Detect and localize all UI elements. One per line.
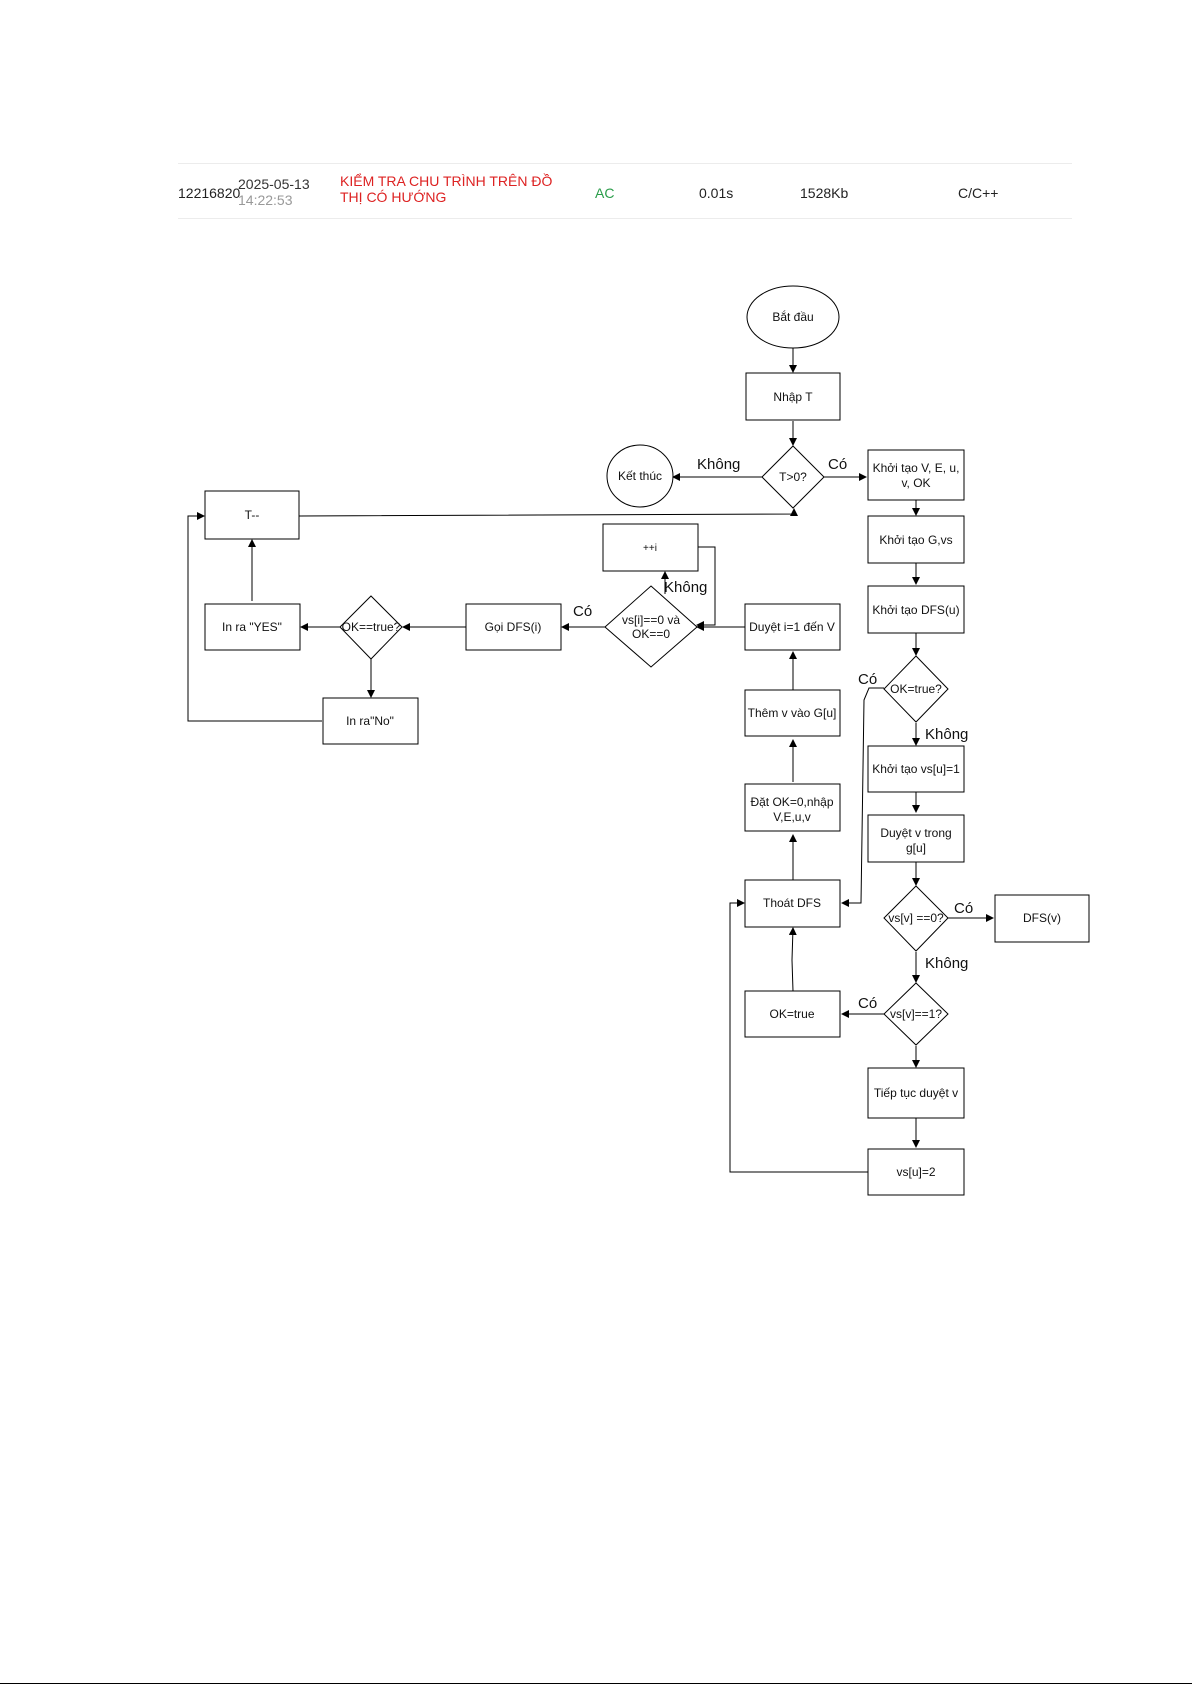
- start-node: Bắt đầu: [746, 285, 840, 349]
- init-dfs-node: Khởi tạo DFS(u): [867, 585, 965, 634]
- dec-t-node: T--: [204, 490, 300, 540]
- edge-inc-loop: [696, 546, 716, 629]
- dfs-v-label: DFS(v): [1023, 911, 1061, 925]
- label-yes-t: Có: [828, 456, 847, 473]
- cond-ok2-label: OK==true?: [342, 620, 401, 634]
- page-bottom-rule: [0, 1683, 1192, 1684]
- cond-i-label-2: OK==0: [632, 627, 670, 641]
- inc-i-node: ++i: [602, 523, 699, 572]
- init-vars-label-2: v, OK: [901, 476, 930, 490]
- iterate-v-node: Duyệt v trong g[u]: [867, 814, 965, 863]
- input-t-node: Nhập T: [745, 372, 841, 421]
- exit-dfs-node: Thoát DFS: [744, 879, 841, 928]
- cond-ok2-node: OK==true?: [339, 595, 403, 660]
- ok-true-label: OK=true: [769, 1007, 814, 1021]
- cond-i-node: vs[i]==0 và OK==0: [604, 585, 698, 668]
- flow-edges: [187, 348, 994, 1173]
- call-dfs-label: Gọi DFS(i): [485, 620, 542, 634]
- edge-no-dec: [187, 512, 322, 722]
- start-label: Bắt đầu: [772, 309, 813, 324]
- submission-id: 12216820: [178, 185, 241, 201]
- call-dfs-node: Gọi DFS(i): [465, 603, 562, 651]
- cond-ok-node: OK=true?: [883, 655, 949, 723]
- print-yes-node: In ra "YES": [204, 603, 301, 651]
- cond-vs0-label: vs[v] ==0?: [888, 911, 944, 925]
- edge-cond-ok-exit: [841, 687, 884, 907]
- label-no-t: Không: [697, 456, 740, 473]
- iterate-v-label-2: g[u]: [906, 841, 926, 855]
- end-label: Kết thúc: [618, 469, 662, 483]
- add-v-node: Thêm v vào G[u]: [744, 689, 841, 737]
- set-ok-label-1: Đặt OK=0,nhập: [750, 795, 833, 809]
- init-dfs-label: Khởi tạo DFS(u): [872, 603, 959, 617]
- init-vs-label: Khởi tạo vs[u]=1: [872, 762, 960, 776]
- run-time: 0.01s: [699, 185, 734, 201]
- label-yes-cond-i: Có: [573, 603, 592, 620]
- edge-labels: Không Có Có Không Có Không Có Không Có: [573, 456, 973, 1012]
- loop-i-node: Duyệt i=1 đến V: [744, 603, 841, 651]
- label-no-cond-i: Không: [664, 579, 707, 596]
- ok-true-node: OK=true: [744, 990, 841, 1038]
- set-ok-node: Đặt OK=0,nhập V,E,u,v: [744, 783, 841, 832]
- exit-dfs-label: Thoát DFS: [763, 896, 821, 910]
- iterate-v-label-1: Duyệt v trong: [880, 826, 951, 840]
- end-node: Kết thúc: [606, 444, 674, 508]
- init-g-node: Khởi tạo G,vs: [867, 515, 965, 564]
- input-t-label: Nhập T: [773, 390, 813, 404]
- status-badge: AC: [595, 185, 615, 201]
- add-v-label: Thêm v vào G[u]: [748, 706, 837, 720]
- print-no-label: In ra"No": [346, 714, 394, 728]
- problem-title-line1: KIỂM TRA CHU TRÌNH TRÊN ĐỒ: [340, 173, 553, 189]
- init-vars-label-1: Khởi tạo V, E, u,: [873, 461, 960, 475]
- cond-ok-label: OK=true?: [890, 682, 942, 696]
- edge-ok-true-exit: [788, 927, 797, 992]
- memory-used: 1528Kb: [800, 185, 849, 201]
- loop-i-label: Duyệt i=1 đến V: [749, 620, 835, 634]
- init-vs-node: Khởi tạo vs[u]=1: [867, 745, 965, 793]
- set-ok-label-2: V,E,u,v: [773, 810, 811, 824]
- label-no-ok: Không: [925, 726, 968, 743]
- submission-time: 14:22:53: [238, 192, 293, 208]
- label-yes-vs1: Có: [858, 995, 877, 1012]
- dec-t-label: T--: [245, 508, 260, 522]
- cond-vs1-node: vs[v]==1?: [883, 982, 949, 1046]
- continue-v-label: Tiếp tục duyệt v: [874, 1086, 958, 1100]
- edge-dec-cond-t: [298, 508, 798, 517]
- edge-vs2-exit: [729, 899, 868, 1173]
- language: C/C++: [958, 185, 999, 201]
- submission-row: 12216820 2025-05-13 14:22:53 KIỂM TRA CH…: [178, 163, 1072, 219]
- print-no-node: In ra"No": [322, 697, 419, 745]
- label-no-vs0: Không: [925, 955, 968, 972]
- cond-vs0-node: vs[v] ==0?: [883, 885, 949, 952]
- cond-vs1-label: vs[v]==1?: [890, 1007, 942, 1021]
- cond-i-label-1: vs[i]==0 và: [622, 613, 680, 627]
- dfs-v-node: DFS(v): [994, 894, 1090, 943]
- label-yes-vs0: Có: [954, 900, 973, 917]
- vs-u2-label: vs[u]=2: [896, 1165, 935, 1179]
- vs-u2-node: vs[u]=2: [867, 1148, 965, 1196]
- init-vars-node: Khởi tạo V, E, u, v, OK: [867, 449, 965, 501]
- cond-t-node: T>0?: [761, 445, 825, 509]
- inc-i-label: ++i: [643, 543, 657, 554]
- continue-v-node: Tiếp tục duyệt v: [867, 1067, 965, 1119]
- problem-title-line2: THỊ CÓ HƯỚNG: [340, 189, 447, 205]
- label-yes-ok: Có: [858, 671, 877, 688]
- cond-t-label: T>0?: [779, 470, 807, 484]
- submission-date: 2025-05-13: [238, 176, 310, 192]
- init-g-label: Khởi tạo G,vs: [879, 533, 952, 547]
- print-yes-label: In ra "YES": [222, 620, 282, 634]
